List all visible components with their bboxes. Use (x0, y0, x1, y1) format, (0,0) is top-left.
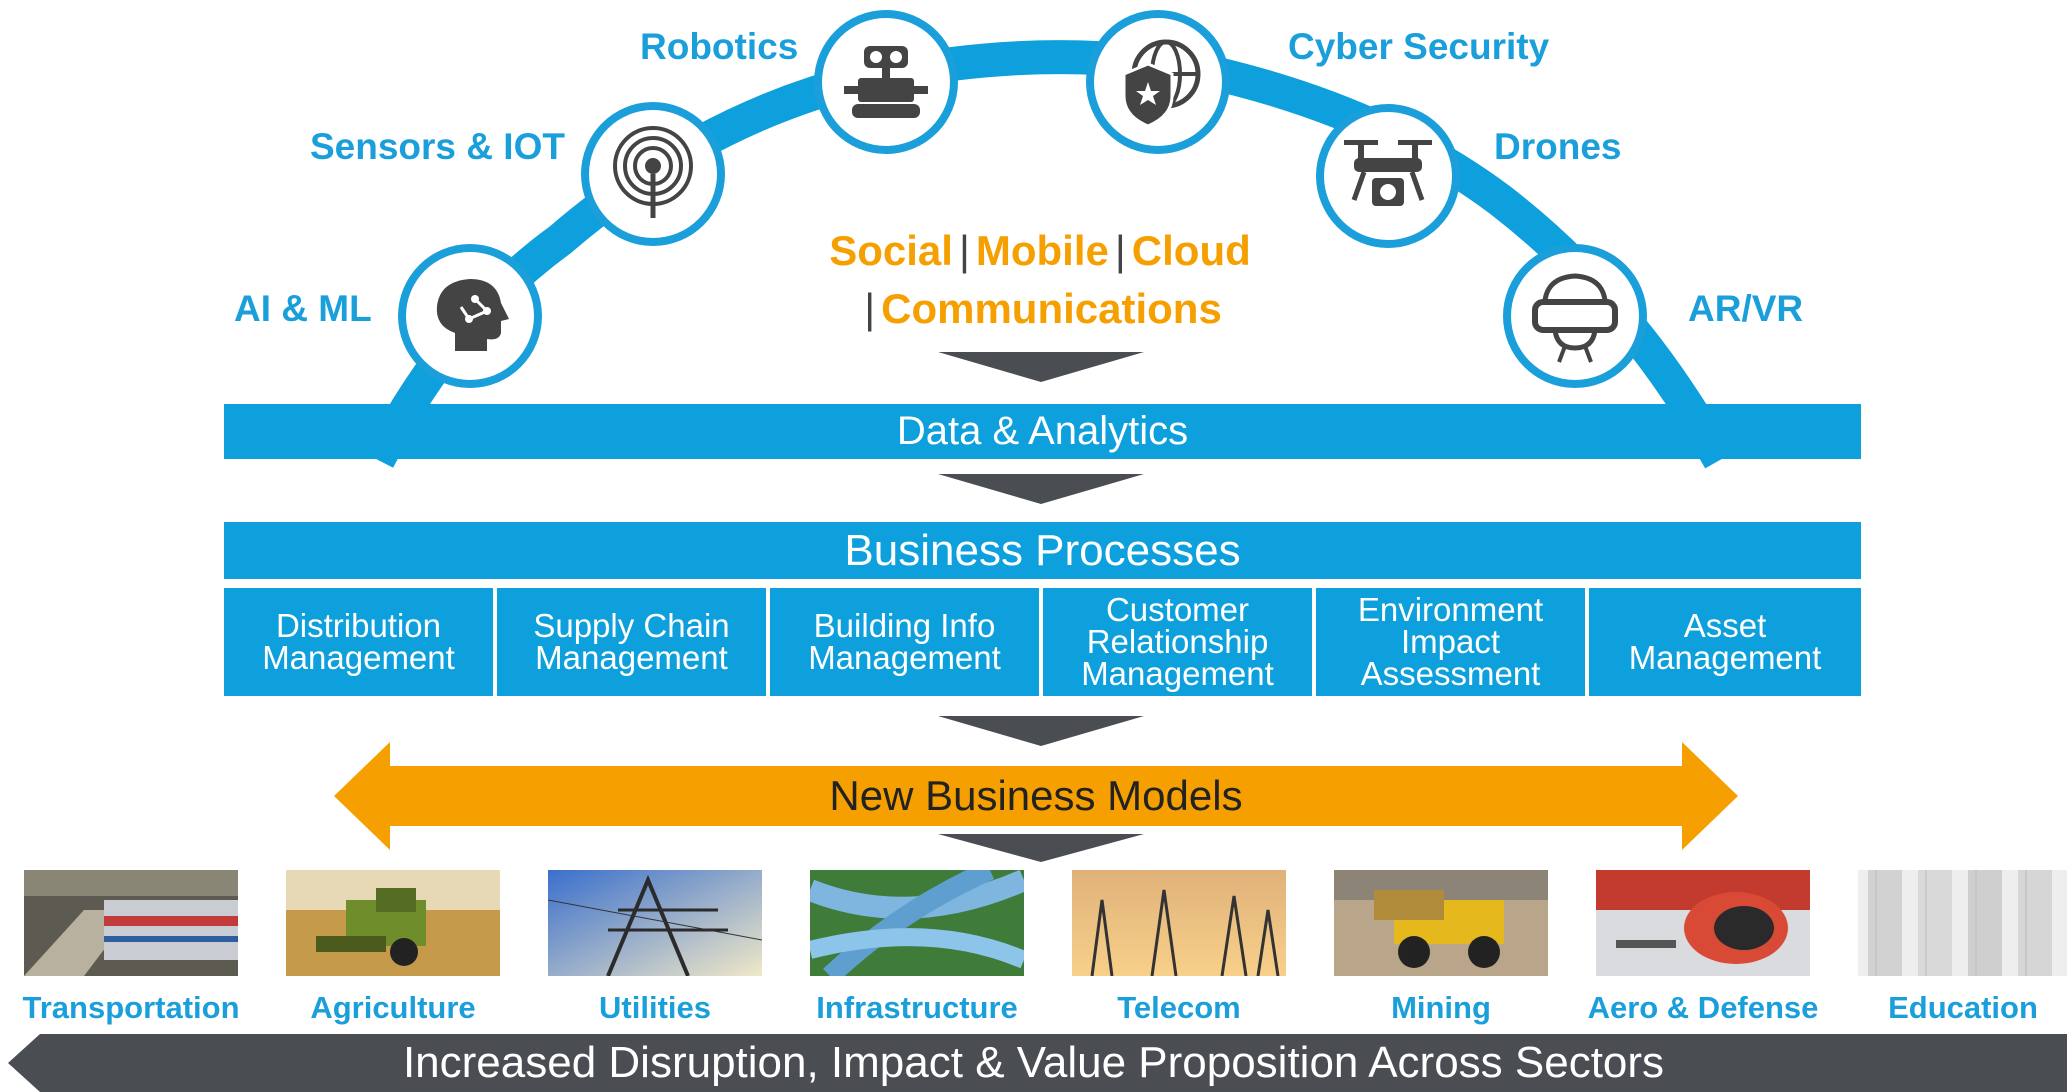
drone-icon (1344, 140, 1432, 206)
social-text: Social (829, 227, 953, 274)
center-technologies-text: Social|Mobile|Cloud |Communications (760, 222, 1320, 338)
sector-label-education: Education (1888, 990, 2038, 1025)
process-label: Distribution Management (262, 607, 455, 676)
separator-1: | (958, 227, 970, 274)
ai-ml-circle (398, 244, 542, 388)
harvester-photo (286, 870, 500, 976)
business-processes-title: Business Processes (844, 526, 1241, 575)
ai-head-icon (436, 279, 509, 351)
sensors-iot-circle (581, 102, 725, 246)
down-arrow-3 (938, 716, 1144, 746)
process-label: Building Info Management (808, 607, 1001, 676)
tech-label-ai-ml: AI & ML (234, 288, 372, 329)
process-label: Asset Management (1628, 607, 1822, 676)
communications-text: Communications (881, 285, 1222, 332)
separator-2: | (1114, 227, 1126, 274)
business-processes-band: Business Processes (224, 522, 1861, 579)
cyber-security-circle (1086, 10, 1230, 154)
down-arrow-2 (938, 474, 1144, 504)
telecom-tower-photo (1072, 870, 1286, 976)
process-cell-building-info: Building Info Management (770, 588, 1039, 696)
vr-headset-icon (1532, 273, 1618, 363)
robot-icon (844, 46, 928, 118)
columns-photo (1858, 870, 2067, 976)
new-business-models-arrow (334, 742, 1738, 850)
antenna-signal-icon (613, 126, 693, 218)
down-arrow-4 (938, 834, 1144, 862)
process-label: Supply Chain Management (533, 607, 730, 676)
new-business-models-label: New Business Models (829, 772, 1243, 819)
down-arrow-1 (938, 352, 1144, 382)
sector-label-telecom: Telecom (1117, 990, 1241, 1025)
robotics-circle (814, 10, 958, 154)
mobile-text: Mobile (975, 227, 1109, 274)
data-analytics-label: Data & Analytics (896, 409, 1189, 453)
drones-circle (1316, 104, 1460, 248)
process-cell-customer-relationship: Customer Relationship Management (1043, 588, 1312, 696)
tech-label-sensors-iot: Sensors & IOT (310, 126, 565, 167)
tech-label-cyber-security: Cyber Security (1288, 26, 1550, 67)
tech-label-robotics: Robotics (640, 26, 799, 67)
mining-truck-photo (1334, 870, 1548, 976)
shield-globe-icon (1122, 39, 1201, 128)
data-analytics-band: Data & Analytics (224, 404, 1861, 459)
tech-label-drones: Drones (1494, 126, 1622, 167)
jet-engine-photo (1596, 870, 1810, 976)
footer-label: Increased Disruption, Impact & Value Pro… (402, 1038, 1665, 1087)
sector-label-mining: Mining (1391, 990, 1491, 1025)
sector-label-agriculture: Agriculture (310, 990, 476, 1025)
sector-label-infrastructure: Infrastructure (816, 990, 1018, 1025)
separator-3: | (864, 285, 876, 332)
power-tower-photo (548, 870, 762, 976)
highway-photo (810, 870, 1024, 976)
sector-label-utilities: Utilities (599, 990, 711, 1025)
footer-arrow (8, 1034, 2067, 1092)
sector-label-transportation: Transportation (22, 990, 240, 1025)
process-cell-asset: Asset Management (1589, 588, 1861, 696)
train-photo (24, 870, 238, 976)
process-cell-environment-impact: Environment Impact Assessment (1316, 588, 1585, 696)
process-label: Customer Relationship Management (1081, 591, 1274, 692)
ar-vr-circle (1503, 244, 1647, 388)
cloud-text: Cloud (1131, 227, 1251, 274)
process-cell-distribution: Distribution Management (224, 588, 493, 696)
sector-label-aero-defense: Aero & Defense (1587, 990, 1819, 1025)
process-label: Environment Impact Assessment (1357, 591, 1544, 692)
technology-arc (362, 40, 1735, 469)
tech-label-ar-vr: AR/VR (1688, 288, 1804, 329)
process-cell-supply-chain: Supply Chain Management (497, 588, 766, 696)
